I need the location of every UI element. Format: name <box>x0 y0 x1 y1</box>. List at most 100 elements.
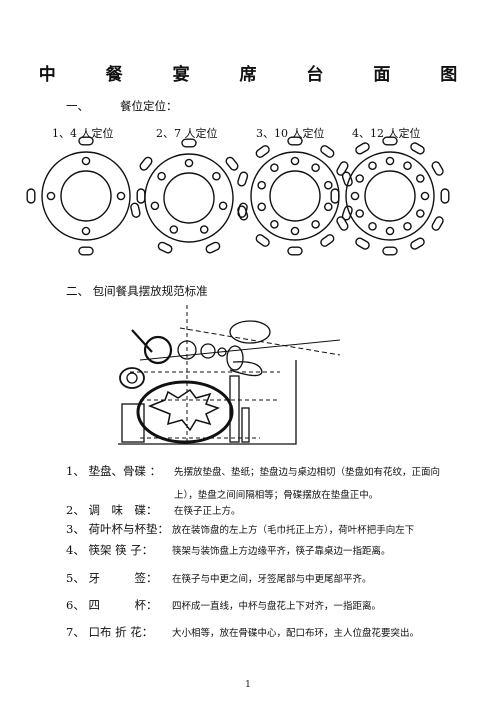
chair <box>78 136 94 146</box>
position-label-12: 4、12 人定位 <box>352 127 421 140</box>
chair <box>26 188 36 204</box>
place-setting <box>218 201 228 211</box>
item-4-text: 筷架与装饰盘上方边缘平齐，筷子靠桌边一指距离。 <box>172 546 391 557</box>
item-6-text: 四杯成一直线，中杯与盘花上下对齐，一指距离。 <box>172 601 382 612</box>
place-setting <box>157 171 166 181</box>
towel-holder <box>121 403 145 443</box>
place-setting <box>212 171 221 181</box>
place-setting <box>415 174 425 183</box>
plate <box>136 380 234 444</box>
section-1-heading: 餐位定位： <box>120 99 178 113</box>
chair <box>181 138 197 148</box>
place-setting <box>355 209 365 218</box>
place-setting <box>311 163 320 173</box>
napkin-flower <box>229 320 271 344</box>
place-setting <box>81 226 91 236</box>
chair <box>440 188 450 204</box>
table-diagram-1 <box>26 136 146 256</box>
section-2-heading: 二、 包间餐具摆放规范标准 <box>66 284 208 298</box>
place-setting <box>290 226 300 236</box>
table-diagram-4 <box>330 136 450 256</box>
chair <box>78 246 94 256</box>
page-title: 中 餐 宴 席 台 面 图 <box>38 65 480 85</box>
chopsticks <box>229 375 240 443</box>
seating-diagrams <box>26 136 450 256</box>
glass-4 <box>217 347 227 357</box>
place-setting <box>184 158 194 168</box>
place-setting <box>403 161 412 171</box>
place-setting <box>350 191 360 201</box>
chair <box>287 246 303 256</box>
chair <box>130 202 141 218</box>
place-setting <box>199 225 209 234</box>
seasoning-dish <box>226 345 244 371</box>
place-setting <box>81 156 91 166</box>
chair <box>431 216 444 231</box>
item-6-label: 6、 四 杯： <box>66 598 158 612</box>
place-setting <box>368 161 377 171</box>
chair <box>336 161 349 176</box>
chair <box>237 171 249 187</box>
chair <box>330 188 340 204</box>
chair <box>225 156 239 171</box>
position-label-7: 2、7 人定位 <box>156 127 218 140</box>
place-setting <box>290 156 300 166</box>
item-7-text: 大小相等，放在骨碟中心，配口布环，主人位盘花要突出。 <box>172 628 420 639</box>
chair <box>355 142 370 155</box>
tableware-layout-diagram <box>118 305 341 445</box>
chair <box>157 241 173 254</box>
page-number: 1 <box>245 680 251 690</box>
glass-2 <box>177 340 197 360</box>
item-1-text-cont: 上），垫盘之间间隔相等；骨碟摆放在垫盘正中。 <box>174 490 379 501</box>
chair <box>320 234 335 247</box>
chair <box>336 216 349 231</box>
chair <box>410 142 425 155</box>
place-setting <box>420 191 430 201</box>
item-2-label: 2、 调 味 碟： <box>66 503 158 517</box>
glass-3 <box>200 343 216 359</box>
place-setting <box>257 180 266 190</box>
position-label-10: 3、10 人定位 <box>256 127 325 140</box>
place-setting <box>403 222 412 231</box>
place-setting <box>323 180 333 190</box>
table-edge <box>118 360 297 445</box>
chair <box>139 156 153 171</box>
item-2-text: 在筷子正上方。 <box>174 506 241 517</box>
place-setting <box>323 202 333 212</box>
place-setting <box>355 174 365 183</box>
item-4-label: 4、 筷架 筷 子： <box>66 543 154 557</box>
place-setting <box>257 202 266 212</box>
chair <box>205 241 221 254</box>
chair <box>136 188 146 204</box>
table-diagram-2 <box>130 138 248 254</box>
item-3-label: 3、 荷叶杯与杯垫： <box>66 522 169 536</box>
item-3-text: 放在装饰盘的左上方（毛巾托正上方），荷叶杯把手向左下 <box>172 525 415 536</box>
place-setting <box>270 220 279 229</box>
section-1-number: 一、 <box>66 99 89 113</box>
item-5-label: 5、 牙 签： <box>66 571 158 585</box>
chair <box>320 145 335 158</box>
chair <box>382 136 398 146</box>
place-setting <box>169 225 179 234</box>
toothpick <box>241 407 250 443</box>
chair <box>237 205 249 221</box>
glass-1 <box>143 335 173 365</box>
item-1-label: 1、 垫盘、骨碟 ： <box>66 464 162 478</box>
chair <box>410 237 425 250</box>
place-setting <box>385 156 395 166</box>
table-diagram-3 <box>237 136 353 256</box>
place-setting <box>385 226 395 236</box>
chair <box>255 234 270 247</box>
chair <box>287 136 303 146</box>
item-5-text: 在筷子与中更之间，牙签尾部与中更尾部平齐。 <box>172 574 372 585</box>
chair <box>431 161 444 176</box>
place-setting <box>150 201 160 211</box>
place-setting <box>116 191 126 201</box>
place-setting <box>368 222 377 231</box>
place-setting <box>270 163 279 173</box>
chair <box>355 237 370 250</box>
place-setting <box>46 191 56 201</box>
place-setting <box>415 209 425 218</box>
position-label-4: 1、4 人定位 <box>52 127 114 140</box>
item-7-label: 7、 口布 折 花： <box>66 625 154 639</box>
